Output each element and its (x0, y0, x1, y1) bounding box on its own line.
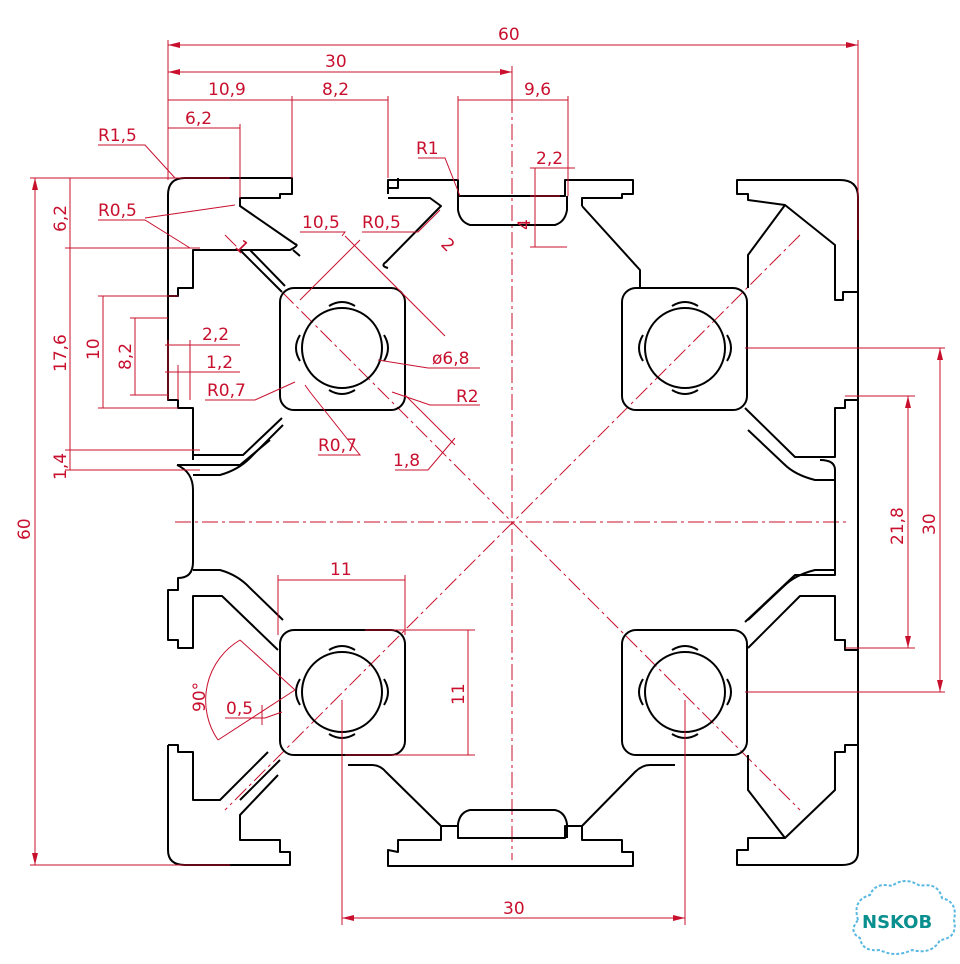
dim-17-6: 17,6 (51, 334, 71, 372)
dim-10-9: 10,9 (208, 80, 246, 100)
dim-9-6: 9,6 (524, 80, 551, 100)
dim-r-0-7-a: R0,7 (207, 381, 246, 401)
dim-6-2-left: 6,2 (51, 205, 71, 232)
dim-1-2: 1,2 (206, 353, 233, 373)
dim-2-2-left: 2,2 (202, 325, 229, 345)
dim-dia-6-8: ø6,8 (432, 349, 469, 369)
dim-r-2: R2 (456, 387, 479, 407)
dim-11-vertical: 11 (449, 683, 469, 705)
dimension-labels: 60 30 10,9 8,2 9,6 6,2 R1,5 R0,5 R1 2,2 … (15, 25, 940, 919)
dim-8-2-top: 8,2 (322, 80, 349, 100)
logo-text: NSKOB (862, 912, 932, 933)
dim-r-1: R1 (416, 139, 439, 159)
dim-10-5: 10,5 (302, 213, 340, 233)
dim-10: 10 (84, 338, 104, 360)
nskob-logo: NSKOB (852, 880, 956, 955)
dim-half-width: 30 (325, 52, 347, 72)
dim-4: 4 (515, 219, 535, 230)
dim-2-2-top: 2,2 (536, 149, 563, 169)
dim-30-bottom: 30 (503, 899, 525, 919)
dim-overall-height: 60 (15, 518, 35, 540)
dimension-lines (30, 40, 945, 925)
dim-8-2-left: 8,2 (116, 343, 136, 370)
dim-angle-90: 90° (190, 682, 210, 712)
dim-0-5: 0,5 (226, 699, 253, 719)
dim-r-0-7-b: R0,7 (318, 436, 357, 456)
dim-r-0-5-left: R0,5 (98, 201, 137, 221)
dim-2-slot: 2 (436, 234, 458, 256)
dim-11-horizontal: 11 (330, 560, 352, 580)
dim-r-0-5-mid: R0,5 (362, 213, 401, 233)
bore-top-left (295, 301, 389, 395)
dim-overall-width: 60 (498, 25, 520, 45)
center-lines (175, 70, 850, 860)
dim-r-1-5: R1,5 (98, 126, 137, 146)
dim-1-8: 1,8 (393, 451, 420, 471)
dim-6-2-top: 6,2 (185, 109, 212, 129)
dim-1-slot: 1 (230, 236, 252, 258)
bore-top-right (638, 301, 732, 395)
dim-21-8: 21,8 (888, 507, 908, 545)
dim-1-4: 1,4 (51, 453, 71, 480)
dim-30-right: 30 (920, 513, 940, 535)
